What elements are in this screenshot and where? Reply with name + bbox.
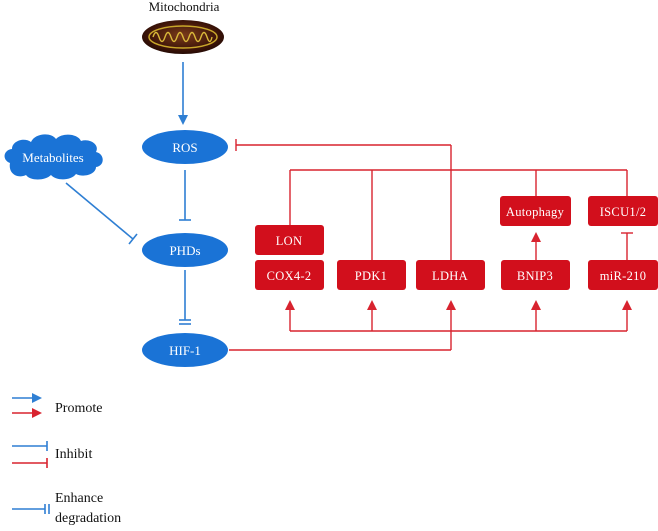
phds-label: PHDs xyxy=(169,243,200,258)
phds-node: PHDs xyxy=(142,233,228,267)
lon-label: LON xyxy=(276,234,303,248)
legend-enhance-degradation-symbol xyxy=(12,504,50,514)
lon-box: LON xyxy=(255,225,324,255)
legend-enhance-label-line1: Enhance xyxy=(55,491,103,506)
mir210-label: miR-210 xyxy=(600,269,647,283)
ldha-label: LDHA xyxy=(432,269,468,283)
ldha-box: LDHA xyxy=(416,260,485,290)
legend: Promote Inhibit Enhance degradation xyxy=(12,393,121,526)
phds-degrades-hif1 xyxy=(179,270,191,325)
pdk1-label: PDK1 xyxy=(355,269,387,283)
cox42-label: COX4-2 xyxy=(267,269,312,283)
metabolites-cloud: Metabolites xyxy=(4,134,103,180)
legend-inhibit-blue xyxy=(12,441,48,451)
iscu-box: ISCU1/2 xyxy=(588,196,658,226)
mitochondria-label: Mitochondria xyxy=(149,0,220,14)
ros-node: ROS xyxy=(142,130,228,164)
cox42-box: COX4-2 xyxy=(255,260,324,290)
hif1-label: HIF-1 xyxy=(169,343,201,358)
hif1-output-lines xyxy=(229,330,627,351)
autophagy-label: Autophagy xyxy=(506,205,565,219)
legend-enhance-label-line2: degradation xyxy=(55,511,121,526)
bnip3-box: BNIP3 xyxy=(501,260,570,290)
legend-inhibit-label: Inhibit xyxy=(55,447,92,462)
ros-inhibits-phds xyxy=(179,170,191,221)
autophagy-box: Autophagy xyxy=(500,196,571,226)
iscu-label: ISCU1/2 xyxy=(600,205,647,219)
metabolites-label: Metabolites xyxy=(22,150,83,165)
mitochondria-icon xyxy=(142,20,224,54)
mir210-inhibits-iscu xyxy=(621,232,633,260)
legend-promote-label: Promote xyxy=(55,401,102,416)
mir210-box: miR-210 xyxy=(588,260,658,290)
bnip3-label: BNIP3 xyxy=(517,269,553,283)
legend-inhibit-red xyxy=(12,458,48,468)
targets-inhibit-ros xyxy=(235,139,628,261)
pdk1-box: PDK1 xyxy=(337,260,406,290)
hif1-node: HIF-1 xyxy=(142,333,228,367)
ros-label: ROS xyxy=(172,140,197,155)
metabolites-inhibits-phds xyxy=(65,182,138,245)
